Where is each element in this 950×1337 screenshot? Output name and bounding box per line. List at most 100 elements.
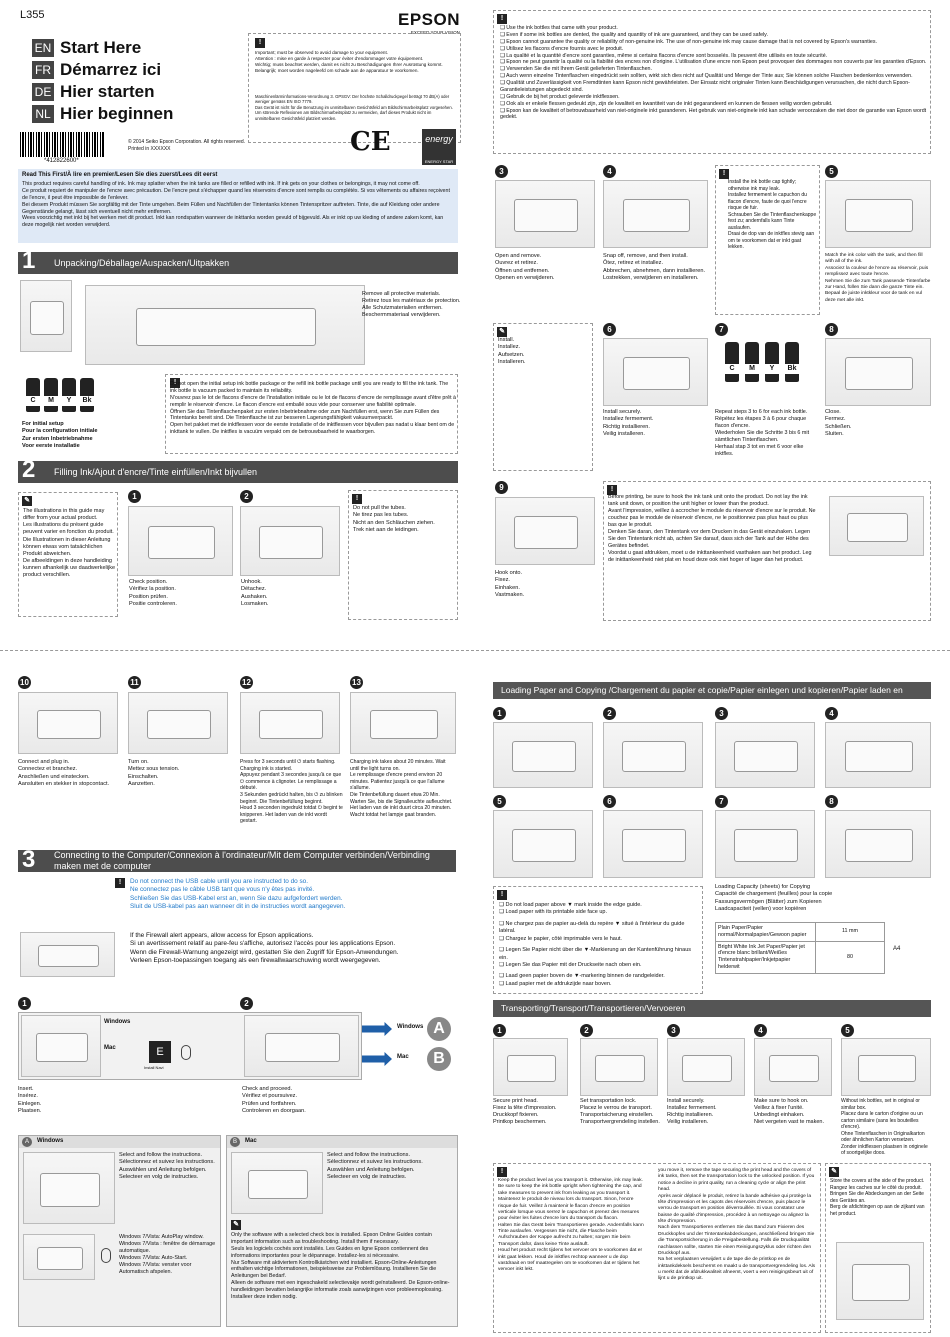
firewall-screenshot	[20, 932, 115, 977]
warning-icon: !	[497, 890, 507, 900]
table-cell-value: 11 mm	[815, 922, 885, 942]
paper-note: Laad geen papier boven de ▼-markering bi…	[499, 973, 699, 980]
brand-tagline: EXCEED YOUR VISION	[410, 30, 461, 36]
transport-step-3-image	[667, 1038, 745, 1096]
transport-step-1-badge: 1	[493, 1024, 506, 1037]
genuine-ink-list: Use the ink bottles that came with your …	[500, 25, 928, 121]
section2-number: 2	[22, 456, 36, 483]
note-icon: ✎	[231, 1220, 241, 1230]
windows-select-text: Select and follow the instructions. Séle…	[119, 1152, 215, 1180]
windows-arrow	[362, 1022, 392, 1036]
load-step-5-badge: 5	[493, 795, 506, 808]
table-cell-paper: Plain Paper/Papier normal/Normalpapier/G…	[715, 922, 816, 942]
store-note-box: ✎ Store the covers at the side of the pr…	[825, 1163, 931, 1333]
step-cd-1-badge: 1	[18, 997, 31, 1010]
step11-text: Turn on. Mettez sous tension. Einschalte…	[128, 759, 180, 787]
ink-label-c: C	[725, 364, 739, 374]
transport-step-1-image	[493, 1038, 568, 1096]
warning-icon: !	[719, 169, 729, 179]
tubes-note-text: Do not pull the tubes. Ne tirez pas les …	[353, 505, 435, 533]
illustration-note: ✎ The illustrations in this guide may di…	[18, 492, 118, 617]
check-proceed-text: Check and proceed. Vérifiez et poursuive…	[242, 1086, 306, 1114]
load-step-2-badge: 2	[603, 707, 616, 720]
ce-mark: CE	[350, 127, 391, 157]
mac-label: Mac	[104, 1045, 116, 1051]
repeat-ink-bottles: C M Y Bk	[725, 342, 815, 402]
mouse-icon	[101, 1248, 111, 1263]
windows-panel: A Windows Select and follow the instruct…	[18, 1135, 221, 1327]
paper-note: Laad papier met de afdrukzijde naar bove…	[499, 981, 699, 988]
genuine-item: La qualité et la quantité d'encre sont g…	[500, 53, 928, 60]
step7-text: Repeat steps 3 to 6 for each ink bottle.…	[715, 409, 810, 458]
epson-logo: EPSON EXCEED YOUR VISION	[398, 9, 460, 36]
step13-text: Charging ink takes about 20 minutes. Wai…	[350, 759, 453, 818]
top-left-panel: L355 EPSON EXCEED YOUR VISION EN Start H…	[0, 0, 475, 650]
step3-text: Open and remove. Ouvrez et retirez. Öffn…	[495, 253, 555, 281]
remove-materials: Remove all protective materials. Retirez…	[362, 291, 461, 319]
paper-note: Ne chargez pas de papier au-delà du repè…	[499, 921, 699, 936]
hook-image	[495, 497, 595, 565]
mac-panel-badge: B	[230, 1137, 240, 1147]
windows-installer-image	[23, 1152, 115, 1224]
install-navi-icon[interactable]: E	[149, 1041, 171, 1063]
mac-path-label: Mac	[397, 1054, 409, 1060]
transport-title: Transporting/Transport/Transportieren/Ve…	[501, 1003, 686, 1013]
warning-icon: !	[497, 1167, 507, 1177]
cap-note-text: Install the ink bottle cap tightly; othe…	[728, 179, 817, 250]
section3-title: Connecting to the Computer/Connexion à l…	[54, 850, 430, 871]
step-4-badge: 4	[603, 165, 616, 178]
windows-label: Windows	[104, 1019, 131, 1025]
windows-panel-title: Windows	[37, 1138, 64, 1144]
installer-window-image	[244, 1015, 359, 1077]
title-de: Hier starten	[60, 82, 155, 102]
load-step-1-badge: 1	[493, 707, 506, 720]
step-7-badge: 7	[715, 323, 728, 336]
hook-note: ! Before printing, be sure to hook the i…	[603, 481, 931, 621]
ink-label-y: Y	[62, 396, 76, 406]
title-row-en: EN Start Here	[32, 37, 173, 59]
energy-star-logo: energy ENERGY STAR	[422, 129, 456, 165]
genuine-ink-box: ! Use the ink bottles that came with you…	[493, 10, 931, 154]
mac-panel-header: B Mac	[227, 1136, 457, 1148]
warning-icon: !	[607, 485, 617, 495]
step-3-badge: 3	[495, 165, 508, 178]
load-step-5-image	[493, 810, 593, 878]
read-first-title: Read This First/À lire en premier/Lesen …	[22, 172, 218, 178]
section2-band: 2 Filling Ink/Ajout d'encre/Tinte einfül…	[18, 456, 458, 483]
step-9-badge: 9	[495, 481, 508, 494]
load-step-6-image	[603, 810, 703, 878]
warning-icon: !	[170, 378, 180, 388]
read-first-box: Read This First/À lire en premier/Lesen …	[18, 169, 458, 243]
step-8-badge: 8	[825, 323, 838, 336]
paper-note: Chargez le papier, côté imprimable vers …	[499, 936, 699, 943]
step-2-badge: 2	[240, 490, 253, 503]
title-row-fr: FR Démarrez ici	[32, 59, 173, 81]
load-step-8-image	[825, 810, 931, 878]
step6-text: Install securely. Installez fermement. R…	[603, 409, 654, 437]
load-step-6-badge: 6	[603, 795, 616, 808]
path-a-badge: A	[427, 1017, 451, 1041]
mouse-icon	[181, 1045, 191, 1060]
check-position-image	[128, 506, 233, 576]
transport-step-1-text: Secure print head. Fixez la tête d'impre…	[493, 1098, 557, 1126]
note-icon: ✎	[829, 1167, 839, 1177]
ink-label-bk: Bk	[80, 396, 94, 406]
energy-star-text: ENERGY STAR	[424, 159, 454, 164]
ink-label-m: M	[745, 364, 759, 374]
store-note-text: Store the covers at the side of the prod…	[830, 1178, 925, 1217]
step9-text: Hook onto. Fixez. Einhaken. Vastmaken.	[495, 570, 525, 598]
tubes-note: ! Do not pull the tubes. Ne tirez pas le…	[348, 490, 458, 620]
illustration-note-text: The illustrations in this guide may diff…	[23, 508, 116, 579]
note-icon: ✎	[22, 496, 32, 506]
table-row: Bright White Ink Jet Paper/Papier jet d'…	[715, 940, 885, 974]
transport-step-4-badge: 4	[754, 1024, 767, 1037]
transport-step-2-image	[580, 1038, 658, 1096]
unhook-image	[240, 506, 340, 576]
genuine-item: Epson ne peut garantir la qualité ou la …	[500, 59, 928, 66]
transport-band: Transporting/Transport/Transportieren/Ve…	[493, 1000, 931, 1017]
ink-label-y: Y	[765, 364, 779, 374]
step-6-badge: 6	[603, 323, 616, 336]
bottom-left-panel: 10 Connect and plug in. Connectez et bra…	[0, 660, 475, 1337]
lang-badge-nl: NL	[32, 105, 54, 123]
install-navi-label: Install Navi	[144, 1065, 164, 1070]
